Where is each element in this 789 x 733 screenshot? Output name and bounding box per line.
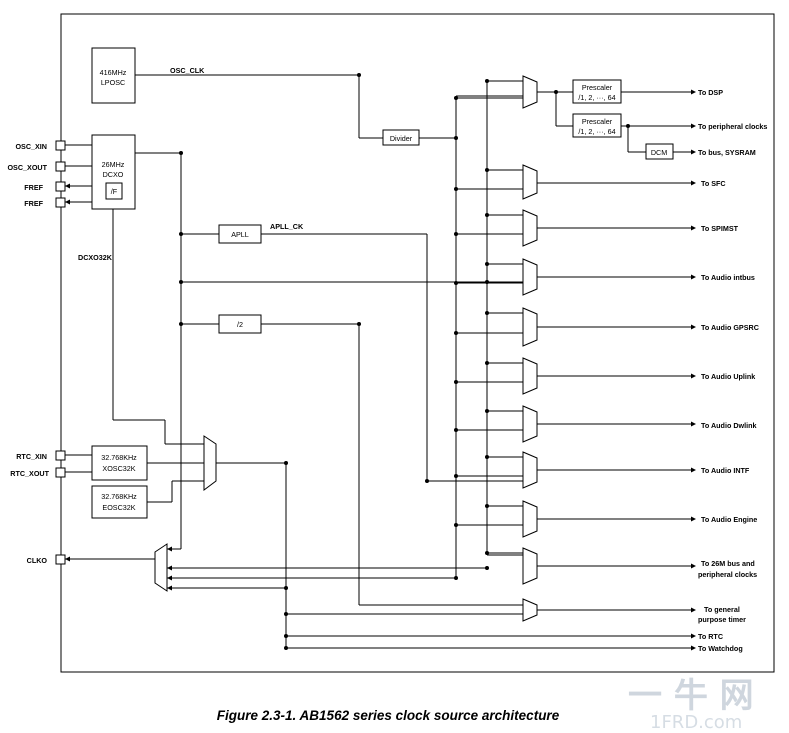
- prescaler2-title: Prescaler: [582, 117, 613, 126]
- xosc32k-name: XOSC32K: [102, 464, 135, 473]
- figure-caption: Figure 2.3-1. AB1562 series clock source…: [217, 708, 560, 723]
- prescaler-wires: [537, 89, 696, 651]
- mux-audio-intbus: [522, 258, 538, 296]
- pin-osc-xout-label: OSC_XOUT: [7, 163, 47, 172]
- mux-dsp: [522, 75, 538, 109]
- mux-spimst: [522, 209, 538, 247]
- pin-fref-1-label: FREF: [24, 183, 43, 192]
- dcxo32k-label: DCXO32K: [78, 253, 113, 262]
- dcxo-divider-block: [105, 182, 123, 200]
- out-dsp-label: To DSP: [698, 88, 723, 97]
- pin-rtc-xout-label: RTC_XOUT: [10, 469, 49, 478]
- lposc-name: LPOSC: [101, 78, 125, 87]
- pin-osc-xin: [55, 140, 66, 151]
- xosc32k-freq: 32.768KHz: [101, 453, 137, 462]
- watermark-logo: 一 牛 网: [628, 676, 754, 716]
- out-audio-uplink-label: To Audio Uplink: [701, 372, 755, 381]
- out-audio-engine-label: To Audio Engine: [701, 515, 757, 524]
- out-rtc-label: To RTC: [698, 632, 723, 641]
- pin-osc-xin-label: OSC_XIN: [15, 142, 47, 151]
- pin-osc-xout: [55, 161, 66, 172]
- clko-output-mux: [154, 543, 168, 592]
- out-gpt-line2: purpose timer: [698, 615, 746, 624]
- mux-audio-uplink: [522, 357, 538, 395]
- lposc-freq: 416MHz: [100, 68, 127, 77]
- xosc32k-block: [91, 445, 148, 481]
- out-audio-dwlink-label: To Audio Dwlink: [701, 421, 757, 430]
- eosc32k-freq: 32.768KHz: [101, 492, 137, 501]
- clko-mux-arrows: [167, 546, 172, 591]
- dcxo-name: DCXO: [103, 170, 124, 179]
- pin-wires: [65, 144, 155, 562]
- junctions: [179, 73, 489, 650]
- rtc-clock-mux: [203, 435, 217, 491]
- prescaler2-ratio: /1, 2, ···, 64: [578, 127, 615, 136]
- out-watchdog-label: To Watchdog: [698, 644, 743, 653]
- mux-audio-dwlink: [522, 405, 538, 443]
- mux-audio-intf: [522, 451, 538, 489]
- out-audio-intbus-label: To Audio intbus: [701, 273, 755, 282]
- mux-sfc: [522, 164, 538, 200]
- mux-audio-gpsrc: [522, 307, 538, 347]
- mux-gpt: [522, 598, 538, 622]
- watermark-url: 1FRD.com: [650, 712, 742, 733]
- apll-label: APLL: [231, 230, 249, 239]
- out-bus-sysram-label: To bus, SYSRAM: [698, 148, 756, 157]
- output-mux-layer: [454, 75, 696, 622]
- eosc32k-block: [91, 485, 148, 519]
- pin-clko: [55, 554, 66, 565]
- pin-fref-2: [55, 197, 66, 208]
- pin-rtc-xout: [55, 467, 66, 478]
- chip-boundary: [60, 13, 775, 673]
- dcxo-divider-label: /F: [111, 187, 118, 196]
- wires: [112, 74, 691, 649]
- pin-fref-1: [55, 181, 66, 192]
- out-26m-bus-line1: To 26M bus and: [701, 559, 755, 568]
- osc-clk-label: OSC_CLK: [170, 66, 205, 75]
- mux-audio-engine: [522, 500, 538, 538]
- apll-ck-label: APLL_CK: [270, 222, 304, 231]
- out-gpt-line1: To general: [704, 605, 740, 614]
- mux-bus26m: [522, 547, 538, 585]
- dcm-label: DCM: [651, 148, 667, 157]
- eosc32k-name: EOSC32K: [102, 503, 135, 512]
- prescaler1-title: Prescaler: [582, 83, 613, 92]
- prescaler1-ratio: /1, 2, ···, 64: [578, 93, 615, 102]
- pin-rtc-xin: [55, 450, 66, 461]
- pin-clko-label: CLKO: [27, 556, 48, 565]
- out-audio-intf-label: To Audio INTF: [701, 466, 750, 475]
- out-peripheral-label: To peripheral clocks: [698, 122, 767, 131]
- out-spimst-label: To SPIMST: [701, 224, 739, 233]
- pin-rtc-xin-label: RTC_XIN: [16, 452, 47, 461]
- lposc-block: [91, 47, 136, 104]
- out-26m-bus-line2: peripheral clocks: [698, 570, 757, 579]
- divider-label: Divider: [390, 134, 413, 143]
- pin-fref-2-label: FREF: [24, 199, 43, 208]
- out-sfc-label: To SFC: [701, 179, 726, 188]
- dcxo-freq: 26MHz: [102, 160, 125, 169]
- out-audio-gpsrc-label: To Audio GPSRC: [701, 323, 759, 332]
- div2-label: /2: [237, 320, 243, 329]
